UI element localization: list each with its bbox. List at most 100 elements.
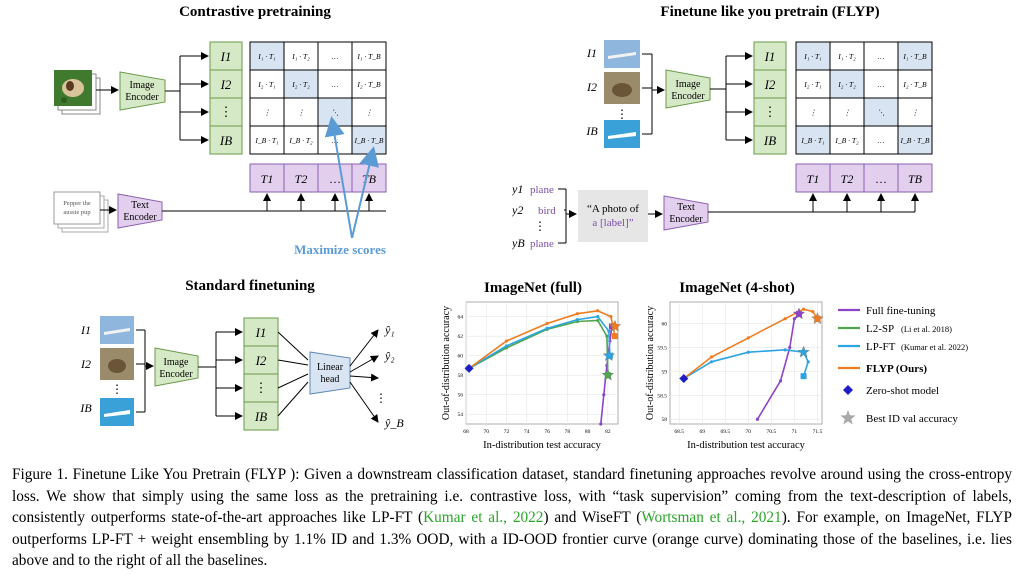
data-point xyxy=(783,317,787,321)
matrix-cell: I_B · T_B xyxy=(354,136,384,145)
flyp-matrix-cell: I_B · T₂ xyxy=(834,136,859,145)
contrastive-panel-title: Contrastive pretraining xyxy=(179,4,331,20)
figure-caption: Figure 1. Finetune Like You Pretrain (FL… xyxy=(12,464,1012,572)
std-input-dots: ⋮ xyxy=(111,382,123,396)
prompt-template-line-2: a [label]” xyxy=(592,217,633,229)
flyp-label-y2: y2 xyxy=(512,203,523,217)
data-point xyxy=(504,344,509,348)
image-encoder-label-1: Image xyxy=(130,80,156,91)
x-tick-label: 70 xyxy=(746,429,752,435)
endpoint-marker xyxy=(800,373,807,380)
y-tick-label: 56 xyxy=(458,393,464,399)
matrix-cell: ⋮ xyxy=(263,108,271,117)
matrix-cell: … xyxy=(332,52,339,61)
citation-wortsman-link[interactable]: Wortsman et al., 2021 xyxy=(641,509,782,527)
data-point xyxy=(596,318,600,323)
std-input-ib: IB xyxy=(79,401,92,415)
endpoint-marker xyxy=(611,333,618,340)
chart-4shot-title: ImageNet (4-shot) xyxy=(679,280,795,296)
linear-head-label-1: Linear xyxy=(317,362,344,373)
best-id-star xyxy=(608,319,622,332)
flyp-matrix-cell: I₂ · T₂ xyxy=(837,80,856,89)
y-tick-label: 54 xyxy=(458,412,464,418)
image-emb-dots: ⋮ xyxy=(220,104,233,119)
standard-panel-title: Standard finetuning xyxy=(185,278,315,294)
zero-shot-marker xyxy=(464,363,474,373)
citation-kumar-link[interactable]: Kumar et al., 2022 xyxy=(423,509,544,527)
data-point xyxy=(575,317,580,322)
data-point xyxy=(709,355,714,359)
linear-head-block xyxy=(309,351,351,395)
std-output-yb: ŷ_B xyxy=(384,416,404,430)
matrix-cell: I₂ · T_B xyxy=(356,80,381,89)
std-embeddings-column xyxy=(243,317,279,431)
flyp-image-embeddings-column xyxy=(753,41,787,155)
x-tick-label: 74 xyxy=(524,429,530,435)
y-tick-label: 64 xyxy=(458,315,464,321)
std-image-encoder-label-1: Image xyxy=(164,357,190,368)
x-tick-label: 69 xyxy=(699,429,705,435)
flyp-matrix-cell: … xyxy=(878,80,885,89)
flyp-matrix-cell: I₁ · T₁ xyxy=(803,52,822,61)
data-point xyxy=(811,309,815,314)
flyp-matrix-cell: I₁ · T₂ xyxy=(837,52,856,61)
y-tick-label: 59 xyxy=(662,369,668,375)
x-tick-label: 78 xyxy=(565,429,571,435)
flyp-panel-title: Finetune like you pretrain (FLYP) xyxy=(660,4,880,20)
x-tick-label: 72 xyxy=(504,429,510,435)
flyp-label-dots: ⋮ xyxy=(534,219,546,233)
data-point xyxy=(575,312,580,316)
std-output-dots: ⋮ xyxy=(375,391,387,405)
best-id-star xyxy=(811,312,824,325)
best-id-star xyxy=(792,307,806,320)
best-id-star xyxy=(601,368,615,381)
flyp-image-encoder-label-1: Image xyxy=(676,79,702,90)
matrix-cell: I_B · T₂ xyxy=(288,136,313,145)
legend-citation: (Kumar et al. 2022) xyxy=(901,342,968,352)
flyp-text-encoder-block xyxy=(663,195,709,231)
prompt-template-box xyxy=(578,190,648,242)
flyp-text-dots: … xyxy=(875,172,887,186)
flyp-emb-ib: IB xyxy=(763,133,776,148)
x-tick-label: 71.5 xyxy=(813,429,823,435)
best-id-star xyxy=(797,345,810,358)
std-emb-i2: I2 xyxy=(255,353,267,368)
flyp-image-encoder-block xyxy=(665,69,711,109)
std-emb-i1: I1 xyxy=(255,325,267,340)
prompt-template-line-1: “A photo of xyxy=(587,203,639,215)
text-encoder-label-2: Encoder xyxy=(123,212,157,223)
data-point xyxy=(806,360,810,364)
std-image-encoder-block xyxy=(154,347,199,387)
y-tick-label: 58 xyxy=(458,373,464,379)
maximize-arrow-diagonal xyxy=(324,116,353,239)
flyp-matrix-cell: I_B · T_B xyxy=(900,136,930,145)
data-point xyxy=(504,339,509,343)
data-point xyxy=(792,317,796,321)
std-image-encoder-label-2: Encoder xyxy=(159,369,193,380)
legend-citation: (Li et al. 2018) xyxy=(901,324,952,334)
data-point xyxy=(607,329,611,333)
std-output-y1: ŷ₁ xyxy=(384,323,395,337)
chart-full-title: ImageNet (full) xyxy=(484,280,582,296)
matrix-cell: I₂ · T₁ xyxy=(257,80,276,89)
flyp-matrix-cell: I₂ · T_B xyxy=(902,80,927,89)
best-id-star xyxy=(602,349,616,361)
caption-text-3: ). For example, on ImageNet, FLYP outper… xyxy=(12,509,1012,570)
data-point xyxy=(709,360,714,364)
flyp-label-yb: yB xyxy=(512,236,525,250)
flyp-label-bird: bird xyxy=(538,205,556,217)
data-point xyxy=(545,326,549,330)
flyp-text-tb: TB xyxy=(908,172,923,186)
data-point xyxy=(788,345,792,350)
text-emb-t2: T2 xyxy=(295,172,308,186)
maximize-arrow-corner xyxy=(351,146,380,239)
matrix-cell: ⋱ xyxy=(331,108,339,117)
flyp-text-embeddings-row xyxy=(795,163,933,193)
legend-label: LP-FT xyxy=(866,341,896,353)
flyp-emb-dots: ⋮ xyxy=(764,104,777,119)
data-point xyxy=(596,315,600,319)
matrix-cell: ⋮ xyxy=(365,108,373,117)
data-point xyxy=(746,350,750,354)
legend-label: Full fine-tuning xyxy=(866,305,936,317)
